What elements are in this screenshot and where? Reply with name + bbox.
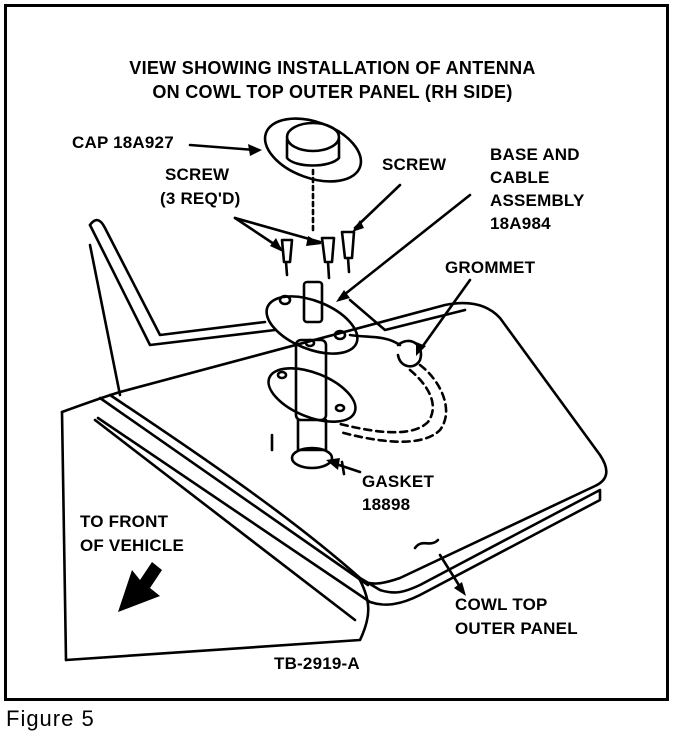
arrowhead-cowl: [454, 582, 466, 596]
arrowhead-screw-1: [270, 238, 283, 252]
diagram-title-line-2: ON COWL TOP OUTER PANEL (RH SIDE): [152, 82, 513, 102]
label-gasket: GASKET: [362, 472, 435, 491]
leader-cowl: [438, 553, 464, 592]
base-body: [294, 338, 328, 422]
label-screw-right: SCREW: [382, 155, 447, 174]
base-lower-body: [296, 418, 328, 452]
label-base-line-1: BASE AND: [490, 145, 580, 164]
label-base-line-2: CABLE: [490, 168, 550, 187]
arrowhead-screw-3: [352, 220, 364, 232]
plenum-edge-2: [88, 243, 122, 397]
arrowhead-screw-2: [306, 236, 322, 246]
cowl-panel-lower-edge: [60, 410, 68, 662]
gasket-hole-2: [334, 403, 346, 413]
screw-2: [320, 236, 336, 280]
arrowhead-gasket: [326, 458, 340, 470]
label-cowl-line-2: OUTER PANEL: [455, 619, 578, 638]
leader-screw-left-b: [233, 216, 322, 244]
cowl-panel-inner-edge: [98, 396, 370, 587]
label-cowl-line-1: COWL TOP: [455, 595, 548, 614]
cowl-panel-outline: [60, 301, 608, 585]
base-plate-hole-1: [278, 294, 292, 306]
label-screw-qty: (3 REQ'D): [160, 189, 241, 208]
label-screw-left: SCREW: [165, 165, 230, 184]
base-plate-hole-2: [333, 329, 347, 341]
drawing-number: TB-2919-A: [274, 654, 360, 673]
figure-caption: Figure 5: [6, 706, 95, 731]
gasket-plate: [267, 366, 357, 424]
label-cap: CAP 18A927: [72, 133, 174, 152]
windshield-edge-2: [88, 218, 267, 337]
arrowhead-base: [336, 290, 350, 302]
screw-3: [340, 230, 356, 274]
front-direction-arrow-icon: [118, 562, 162, 612]
leader-screw-right: [353, 183, 402, 230]
label-gasket-number: 18898: [362, 495, 411, 514]
cowl-panel-bottom: [64, 578, 370, 662]
label-front-line-1: TO FRONT: [80, 512, 169, 531]
leader-base: [338, 193, 472, 300]
plenum-edge: [348, 298, 467, 332]
cable-run: [338, 363, 448, 443]
cap-neck: [285, 138, 341, 167]
label-base-line-3: ASSEMBLY: [490, 191, 585, 210]
cowl-panel-front-flange: [93, 418, 357, 622]
gasket-ring: [290, 446, 334, 470]
leader-grommet: [418, 278, 472, 352]
base-stud: [302, 280, 324, 324]
diagram-title-line-1: VIEW SHOWING INSTALLATION OF ANTENNA: [129, 58, 536, 78]
label-base-line-4: 18A984: [490, 214, 551, 233]
cowl-panel-inner-edge-2: [96, 393, 602, 606]
gasket-hole-1: [276, 370, 288, 380]
label-front-line-2: OF VEHICLE: [80, 536, 185, 555]
cable-grommet: [396, 339, 423, 368]
leader-cap: [188, 143, 257, 152]
arrowhead-grommet: [416, 342, 426, 356]
screw-1: [280, 238, 294, 277]
label-grommet: GROMMET: [445, 258, 536, 277]
cap-top: [285, 121, 341, 153]
figure-frame: [4, 4, 669, 701]
arrowhead-cap: [248, 144, 262, 156]
lower-screw-2: [340, 460, 346, 476]
windshield-edge: [88, 223, 277, 347]
cable-run-2: [338, 368, 434, 434]
cowl-break-mark: [413, 538, 440, 550]
cable-upper: [348, 333, 402, 347]
